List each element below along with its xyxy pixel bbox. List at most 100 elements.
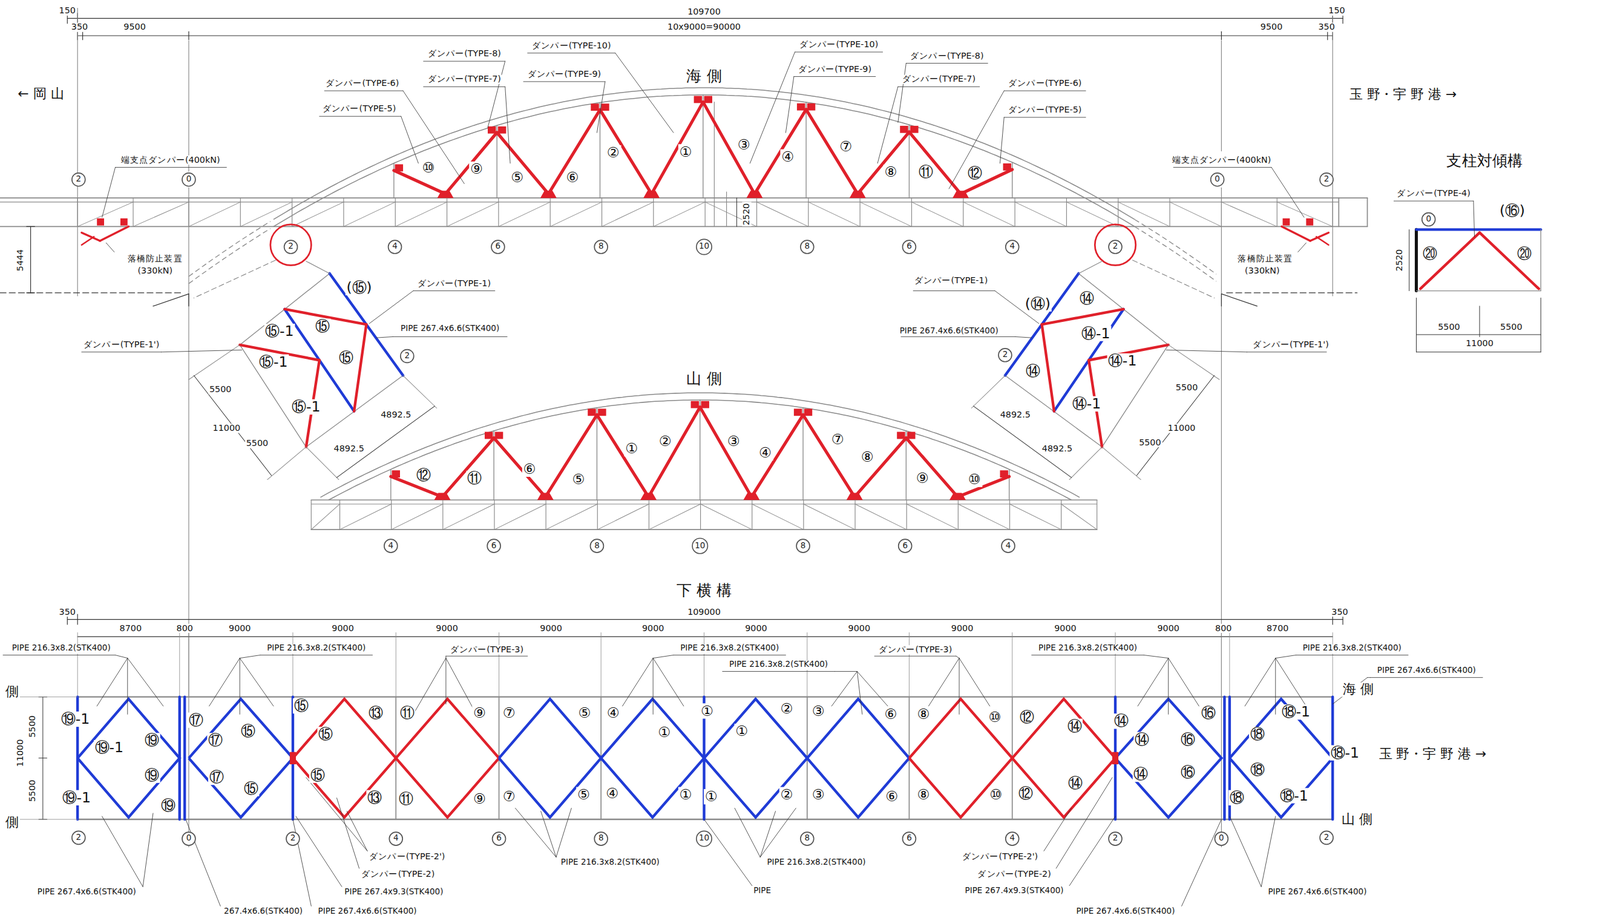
arch-rib-hidden [1134, 219, 1217, 275]
pipe-spec: PIPE 216.3x8.2(STK400) [266, 644, 367, 654]
extension-line [15, 819, 78, 820]
callout-number: ⑨ [472, 705, 488, 722]
damper-member [354, 324, 367, 411]
place-label: 山 側 [1340, 812, 1374, 827]
panel-point-text: 0 [1214, 175, 1220, 184]
damper-label: ダンパー(TYPE-3) [449, 645, 525, 655]
leader-line [306, 777, 368, 851]
panel-point-text: 4 [392, 242, 398, 251]
hanger [596, 407, 598, 501]
dimension-line [1408, 229, 1410, 291]
callout-number: ⑩ [988, 787, 1004, 804]
bearing-block [1337, 197, 1340, 227]
panel-point-text: 0 [186, 175, 192, 184]
dimension-text: 11000 [1166, 423, 1197, 434]
callout-number: (⑮) [345, 280, 373, 296]
pipe-spec: PIPE 267.4x9.3(STK400) [343, 888, 445, 898]
callout-number: ① [703, 789, 719, 805]
hanger [805, 102, 807, 198]
dimension-text: 4892.5 [999, 410, 1032, 420]
damper-unit [910, 125, 919, 134]
callout-number: ⑨ [468, 161, 485, 178]
arch-rib-hidden [1134, 226, 1217, 282]
extension-line [703, 632, 705, 697]
hanger [493, 430, 494, 500]
pipe-spec: 267.4x6.6(STK400) [222, 907, 304, 917]
damper-member [854, 438, 906, 497]
dimension-text: 9500 [122, 22, 148, 33]
dimension-line [1136, 375, 1214, 476]
deck-diagonal [704, 202, 757, 227]
leader-line [615, 53, 674, 134]
hanger [390, 469, 391, 501]
dimension-text: 5500 [245, 439, 270, 450]
leader-line [1055, 777, 1113, 869]
leader-line [1298, 242, 1306, 252]
dimension-text: 9000 [539, 623, 564, 634]
panel-point-text: 10 [694, 541, 705, 550]
damper-label: ダンパー(TYPE-5) [321, 104, 397, 115]
dimension-text: 8700 [118, 623, 143, 634]
panel-point-number: 4 [388, 831, 404, 846]
cross-beam [1222, 697, 1226, 820]
dimension-text: 2520 [1395, 248, 1406, 273]
damper-unit [96, 218, 105, 226]
pipe-spec: PIPE 267.4x6.6(STK400) [317, 907, 418, 917]
callout-number: ⑭ [1133, 732, 1150, 748]
deck-diagonal [855, 504, 907, 530]
hanger [908, 124, 910, 198]
callout-number: ⑲-1 [60, 711, 92, 728]
extension-line [1221, 40, 1222, 151]
damper-base [849, 190, 866, 198]
panel-point-number: 10 [695, 830, 713, 848]
callout-number: ⑩ [421, 160, 437, 177]
damper-unit [804, 408, 813, 416]
deck-diagonal [447, 202, 499, 227]
callout-number: ⑲ [160, 798, 177, 814]
leader-line [1168, 658, 1200, 707]
damper-member [908, 131, 961, 194]
dimension-text: 11000 [211, 423, 242, 434]
damper-member [803, 415, 855, 498]
panel-point-text: 2 [1112, 834, 1119, 843]
lateral-member [77, 698, 180, 818]
callout-number: ⑫ [1017, 786, 1034, 802]
pipe-spec: PIPE 267.4x9.3(STK400) [963, 887, 1065, 897]
leader-line [1043, 807, 1072, 851]
panel-point-number: 2 [997, 347, 1013, 363]
damper-label: (330kN) [1243, 266, 1281, 277]
leader-line [527, 52, 616, 54]
leader-line [652, 658, 684, 707]
panel-point-number: 8 [795, 538, 811, 554]
damper-label: ダンパー(TYPE-8) [908, 51, 985, 62]
callout-number: ⑥ [883, 706, 899, 722]
callout-number: ⑮ [292, 698, 310, 715]
deck-diagonal [1169, 202, 1222, 227]
place-label: ← 岡 山 [16, 86, 66, 102]
hanger [802, 407, 804, 501]
callout-number: ⑨ [914, 470, 931, 487]
callout-number: (⑯) [1498, 203, 1526, 220]
callout-number: ⑰ [206, 732, 224, 749]
damper-base [537, 492, 554, 500]
deck-chord [0, 201, 1339, 203]
extension-line [403, 375, 437, 409]
damper-member [806, 109, 858, 195]
dimension-text: 11000 [1465, 338, 1495, 349]
deck-diagonal [957, 504, 1010, 530]
leader-line [1143, 655, 1168, 659]
leader-line [1000, 117, 1005, 164]
damper-unit [395, 163, 404, 172]
dimension-tick [77, 614, 79, 625]
panel-point-number: 4 [1005, 239, 1020, 255]
leader-line [3, 654, 115, 656]
callout-number: ④ [780, 149, 796, 166]
callout-number: ⑭ [1113, 713, 1130, 730]
dimension-text: 9000 [950, 623, 975, 634]
hanger [1008, 469, 1010, 501]
pipe-spec: PIPE 267.4x6.6(STK400) [898, 327, 1000, 337]
deck-chord [311, 499, 1097, 501]
callout-number: ⑨ [472, 790, 488, 807]
damper-base [846, 492, 863, 500]
extension-line [498, 632, 500, 697]
